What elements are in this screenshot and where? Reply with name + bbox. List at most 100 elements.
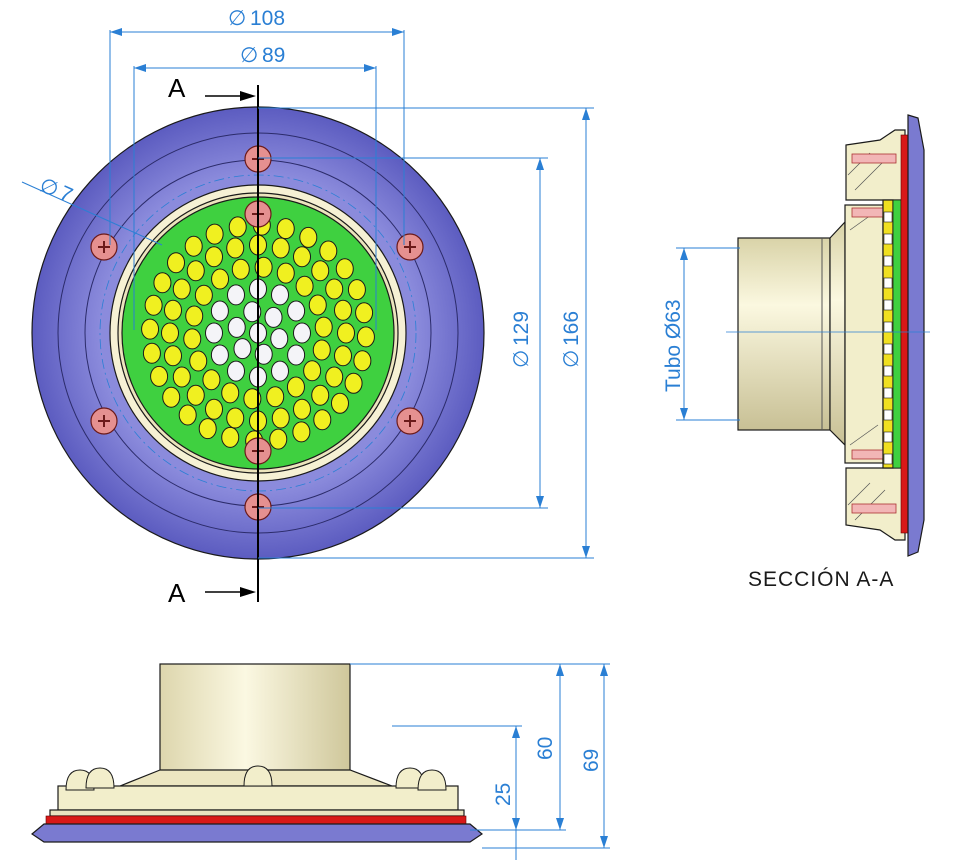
grille-hole [194, 284, 213, 306]
grille-hole [233, 338, 252, 360]
grille-hole [186, 260, 205, 282]
grille-hole [311, 384, 330, 406]
grille-section-hole [883, 387, 893, 399]
section-caption: SECCIÓN A-A [748, 568, 894, 591]
grille-hole [286, 376, 305, 398]
grille-hole [172, 366, 191, 388]
section-label-bottom: A [168, 578, 186, 608]
grille-hole [287, 300, 306, 322]
tube-body [737, 237, 831, 431]
grille-hole [167, 252, 186, 274]
grille-hole [325, 278, 344, 300]
grille-hole [162, 386, 181, 408]
grille-green-section [892, 199, 902, 469]
dimension-h25: 25 [392, 725, 522, 860]
side-gasket [45, 815, 467, 825]
grille-hole [276, 262, 295, 284]
section-arrowhead-top [240, 91, 256, 101]
diameter-symbol: ∅ [240, 44, 258, 67]
tube-label: Tubo Ø63 [662, 299, 685, 392]
side-tube [159, 663, 351, 775]
screw-slot [404, 415, 416, 427]
grille-hole [271, 284, 289, 306]
diameter-symbol: ∅ [228, 7, 246, 30]
section-flange [907, 114, 925, 557]
grille-hole [183, 328, 202, 350]
grille-hole [312, 339, 331, 361]
grille-section-hole [883, 321, 893, 333]
grille-section-hole [883, 343, 893, 355]
grille-hole [330, 392, 349, 414]
side-bosses [65, 765, 447, 791]
grille-hole [161, 322, 179, 344]
section-label-top: A [168, 73, 186, 103]
grille-hole [186, 384, 205, 406]
grille-hole [227, 316, 246, 338]
grille-hole [254, 343, 273, 365]
grille-hole [221, 382, 240, 404]
grille-hole [293, 398, 311, 420]
upper-boss [845, 129, 906, 201]
grille-section-hole [883, 431, 893, 443]
grille-section-hole [883, 255, 893, 267]
grille-hole [271, 237, 290, 259]
grille-hole [205, 223, 224, 245]
grille-hole [334, 345, 353, 367]
grille-hole [163, 345, 182, 367]
side-boss [85, 767, 115, 789]
front-view: A A ∅ 108 ∅ 89 ∅ 7 [21, 7, 594, 608]
grille-hole [210, 344, 229, 366]
grille-hole [264, 306, 283, 328]
grille-section-hole [883, 211, 893, 223]
grille-hole [231, 258, 250, 280]
dimension-d129: ∅ 129 [258, 157, 548, 509]
grille-hole [355, 302, 374, 324]
grille-hole [205, 398, 223, 420]
grille-hole [276, 218, 295, 240]
grille-hole [205, 322, 223, 344]
h25-label: 25 [492, 783, 515, 806]
grille-section-holes [883, 211, 893, 465]
side-base [57, 785, 459, 811]
grille-section-hole [883, 299, 893, 311]
grille-hole [344, 372, 363, 394]
dimension-d89: ∅ 89 [133, 44, 377, 330]
grille-hole [319, 240, 338, 262]
grille-hole [314, 316, 333, 338]
grille-hole [178, 404, 197, 426]
screw-slot [98, 415, 110, 427]
grille-hole [270, 328, 289, 350]
grille-hole [266, 386, 285, 408]
diameter-symbol: ∅ [510, 350, 533, 368]
side-rim [49, 809, 465, 817]
grille-hole [254, 256, 273, 278]
screw-slot [404, 241, 416, 253]
dimension-h60: 60 [350, 663, 610, 831]
grille-hole [325, 366, 344, 388]
d166-label: 166 [560, 311, 583, 346]
dimension-h69: 69 [482, 664, 610, 849]
grille-hole [271, 407, 290, 429]
section-view: Tubo Ø63 SECCIÓN A-A [662, 114, 930, 591]
grille-hole [144, 294, 163, 316]
diameter-symbol: ∅ [560, 350, 583, 368]
d89-label: 89 [262, 44, 285, 67]
grille-hole [227, 284, 245, 306]
grille-hole [295, 275, 314, 297]
grille-hole [221, 426, 240, 448]
grille-hole [205, 246, 223, 268]
grille-hole [337, 322, 355, 344]
grille-hole [153, 272, 172, 294]
grille-hole [150, 365, 169, 387]
grille-hole [334, 299, 353, 321]
grille-hole [313, 409, 332, 431]
dimension-tube: Tubo Ø63 [662, 247, 740, 421]
grille-hole [202, 369, 221, 391]
grille-hole [185, 305, 204, 327]
grille-hole [347, 279, 366, 301]
grille-section-hole [883, 233, 893, 245]
grille-hole [228, 216, 247, 238]
grille-hole [293, 322, 311, 344]
grille-hole [299, 226, 318, 248]
